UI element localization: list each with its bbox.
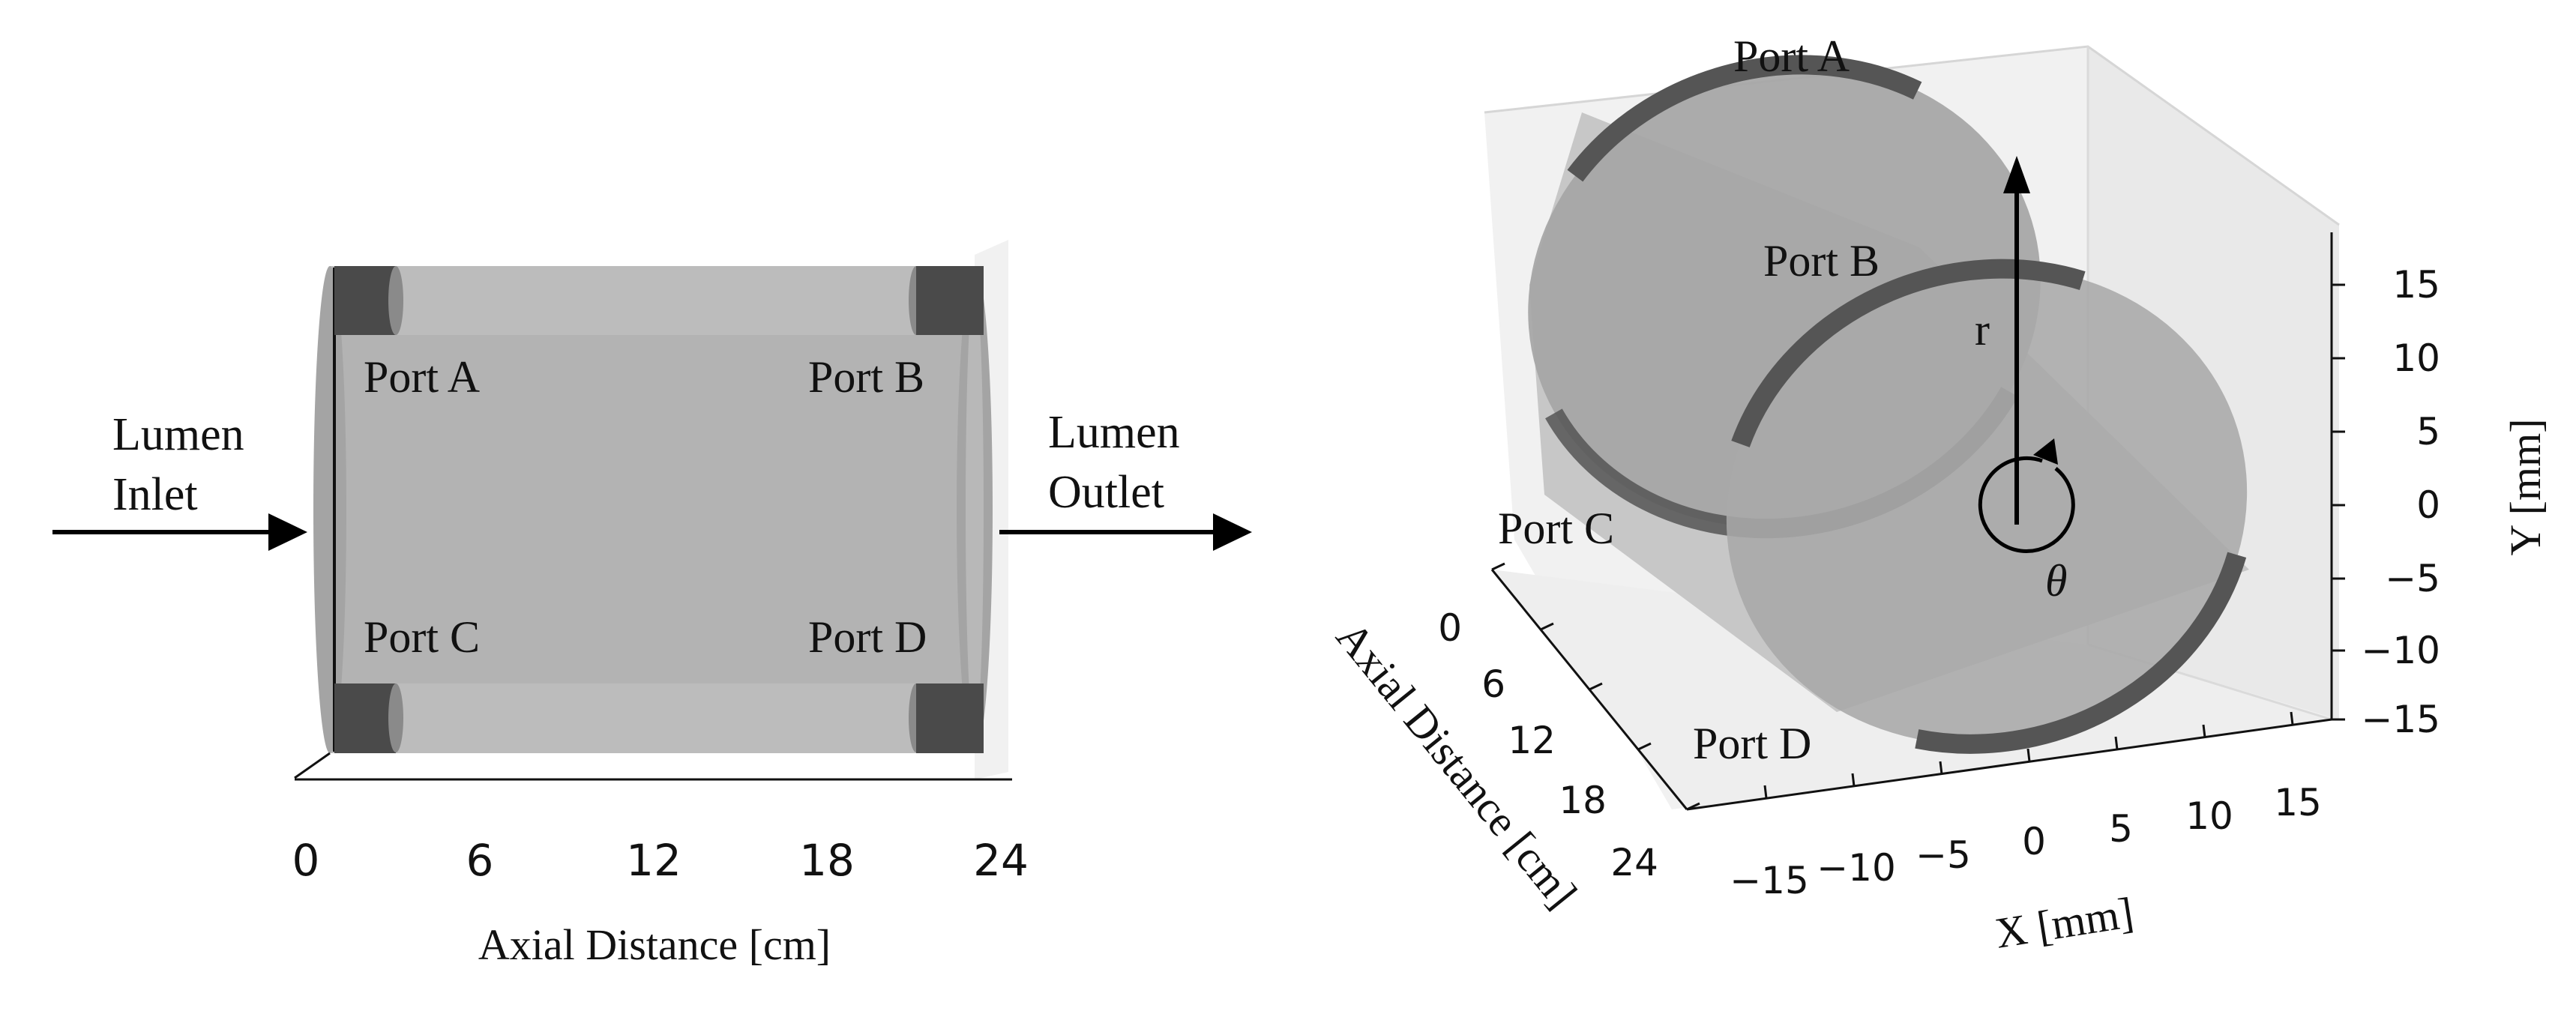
left-port-b-shape — [909, 266, 984, 335]
lumen-outlet-label-line1: Lumen — [1048, 407, 1180, 458]
left-tick-12: 12 — [626, 835, 681, 886]
right-axial-ticks: 0 6 12 18 24 — [1438, 606, 1658, 884]
left-port-c-label: Port C — [364, 612, 480, 662]
theta-rotation-arrow — [1978, 438, 2075, 553]
right-y-tick-15: 15 — [2392, 263, 2440, 307]
right-y-tick-5: 5 — [2416, 410, 2440, 453]
left-tick-6: 6 — [466, 835, 494, 886]
theta-label: θ — [2045, 556, 2067, 606]
right-x-tick-0: 0 — [2022, 820, 2046, 863]
right-port-a-label: Port A — [1733, 31, 1850, 81]
right-y-tick-m15: −15 — [2361, 698, 2440, 741]
right-y-tick-10: 10 — [2392, 337, 2440, 380]
lumen-inlet-arrow — [52, 513, 307, 551]
right-y-axis — [2330, 232, 2345, 721]
right-x-tick-15: 15 — [2274, 781, 2322, 824]
left-tick-18: 18 — [799, 835, 855, 886]
right-y-axis-label: Y [mm] — [2501, 418, 2550, 555]
right-port-b-label: Port B — [1763, 236, 1880, 286]
left-cylinder-top-band — [330, 266, 975, 335]
right-y-ticks: 15 10 5 0 −5 −10 −15 — [2361, 263, 2440, 741]
right-x-axis — [1686, 711, 2332, 811]
left-port-a-shape — [334, 266, 403, 335]
right-y-tick-m10: −10 — [2361, 629, 2440, 672]
left-cylinder-outlet-rim — [966, 285, 984, 734]
right-panel: r θ Port A Port B Port C Port D 0 6 12 1… — [1327, 31, 2550, 958]
right-axial-tick-0: 0 — [1438, 606, 1462, 650]
left-axis-ticks: 0 6 12 18 24 — [292, 835, 1029, 886]
left-axis-label: Axial Distance [cm] — [478, 920, 831, 969]
lumen-inlet-label-line2: Inlet — [112, 469, 198, 520]
right-x-tick-10: 10 — [2185, 794, 2233, 838]
left-port-d-label: Port D — [808, 612, 927, 662]
right-axial-axis-label: Axial Distance [cm] — [1327, 612, 1586, 917]
lumen-outlet-label-line2: Outlet — [1048, 467, 1164, 518]
right-port-d-label: Port D — [1693, 719, 1811, 768]
right-x-tick-m5: −5 — [1916, 833, 1971, 877]
left-cylinder-bottom-band — [330, 683, 975, 753]
left-cylinder-body — [330, 266, 975, 753]
right-port-c-label: Port C — [1498, 504, 1614, 553]
right-y-tick-m5: −5 — [2385, 557, 2440, 600]
left-port-b-label: Port B — [808, 352, 924, 402]
left-tick-24: 24 — [973, 835, 1029, 886]
right-y-tick-0: 0 — [2416, 483, 2440, 527]
left-port-a-label: Port A — [364, 352, 480, 402]
right-axial-tick-18: 18 — [1559, 779, 1607, 822]
r-arrow — [2003, 156, 2030, 525]
lumen-outlet-arrow — [999, 513, 1252, 551]
right-axial-tick-24: 24 — [1610, 841, 1658, 884]
lumen-inlet-label-line1: Lumen — [112, 409, 244, 460]
left-panel: Port A Port B Port C Port D Lumen Inlet … — [52, 240, 1252, 969]
right-x-tick-m15: −15 — [1730, 859, 1809, 902]
left-port-d-shape — [909, 683, 984, 753]
left-axis-floor-edge — [294, 752, 331, 779]
left-tick-0: 0 — [292, 835, 320, 886]
left-port-c-shape — [334, 683, 403, 753]
right-axial-tick-12: 12 — [1508, 719, 1556, 762]
right-x-ticks: −15 −10 −5 0 5 10 15 — [1730, 781, 2322, 902]
right-x-tick-m10: −10 — [1817, 846, 1896, 890]
right-x-axis-label: X [mm] — [1992, 888, 2137, 958]
right-x-tick-5: 5 — [2109, 807, 2133, 851]
right-near-disk — [1726, 259, 2248, 754]
r-label: r — [1975, 305, 1990, 354]
right-axial-tick-6: 6 — [1481, 663, 1505, 706]
left-cylinder-inlet-cap — [313, 266, 346, 753]
